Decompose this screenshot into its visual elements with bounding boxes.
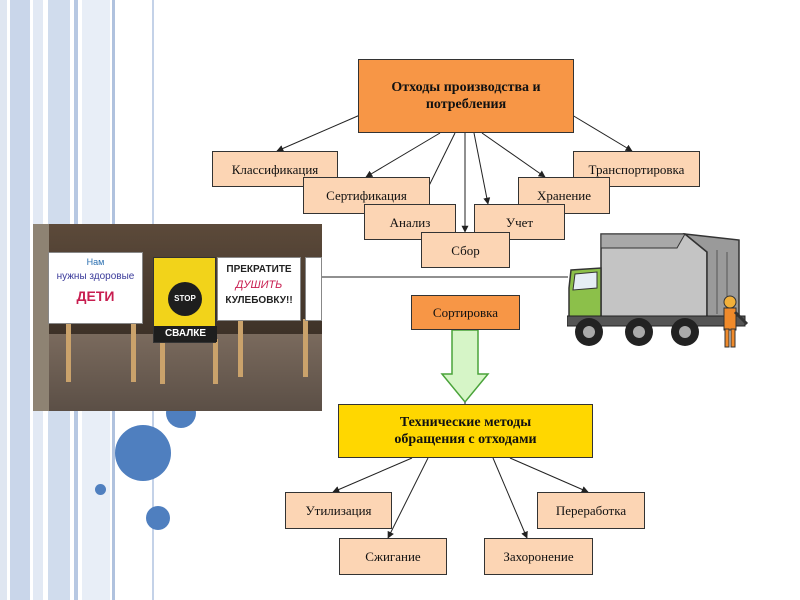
sign-text: КУЛЕБОВКУ!! <box>225 295 293 306</box>
top-node: Отходы производства и потребления <box>358 59 574 133</box>
protest-sign: STOP СВАЛКЕ <box>153 257 217 343</box>
sign-text: ДУШИТЬ <box>235 279 283 291</box>
methods-node: Технические методы обращения с отходами <box>338 404 593 458</box>
decor-stripe <box>0 0 7 600</box>
protest-sign: ПРЕКРАТИТЕ ДУШИТЬ КУЛЕБОВКУ!! <box>217 257 301 321</box>
decor-dot <box>115 425 171 481</box>
decor-dot <box>95 484 106 495</box>
node-recycling: Переработка <box>537 492 645 529</box>
decor-dot <box>146 506 170 530</box>
sign-text: ДЕТИ <box>76 288 115 304</box>
sign-text: STOP <box>174 294 196 303</box>
sign-text: нужны здоровые <box>56 271 135 282</box>
sign-text: Нам <box>86 257 105 267</box>
stop-sign-icon <box>168 282 202 316</box>
node-collection: Сбор <box>421 232 510 268</box>
node-burial: Захоронение <box>484 538 593 575</box>
sign-text: СВАЛКЕ <box>154 326 217 342</box>
node-incineration: Сжигание <box>339 538 447 575</box>
protest-photo: Нам нужны здоровые ДЕТИ STOP СВАЛКЕ ПРЕК… <box>33 224 322 411</box>
decor-stripe <box>10 0 30 600</box>
node-classification: Классификация <box>212 151 338 187</box>
garbage-truck-icon <box>567 232 749 348</box>
node-sorting: Сортировка <box>411 295 520 330</box>
sign-text: ПРЕКРАТИТЕ <box>226 264 292 275</box>
node-utilization: Утилизация <box>285 492 392 529</box>
protest-sign: Нам нужны здоровые ДЕТИ <box>48 252 143 324</box>
